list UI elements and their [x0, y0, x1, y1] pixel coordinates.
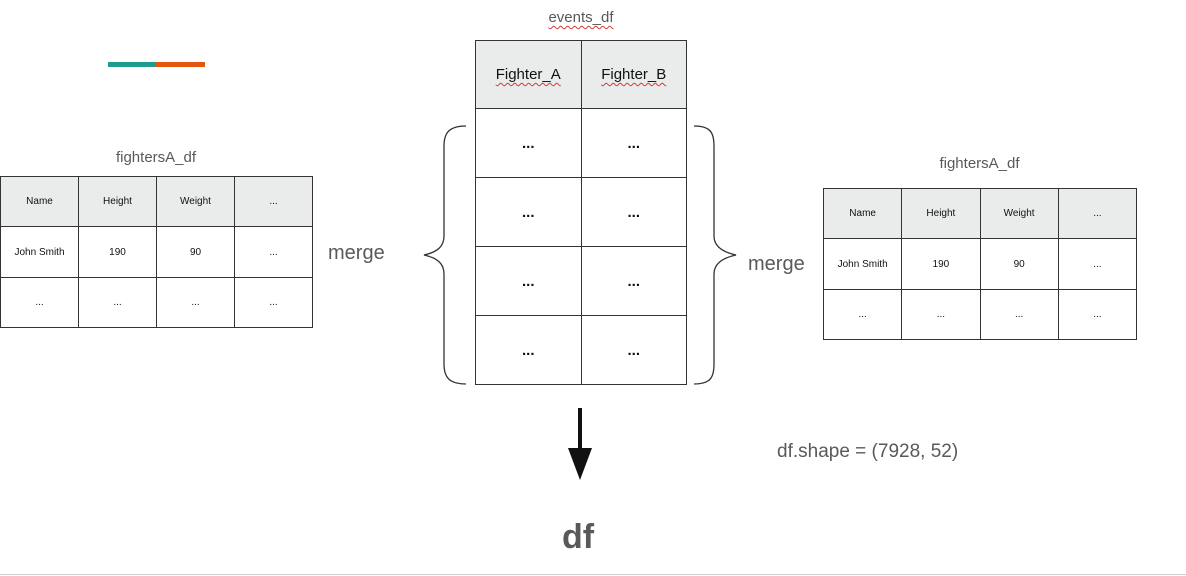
- left-header-cell: ...: [234, 176, 313, 227]
- right-cell: ...: [1057, 289, 1138, 340]
- accent-bar-teal: [108, 62, 156, 67]
- events-cell: ...: [475, 108, 582, 178]
- result-df-label: df: [562, 518, 595, 556]
- left-brace-icon: [423, 125, 467, 385]
- events-header-cell: Fighter_B: [580, 40, 687, 109]
- right-cell: ...: [979, 289, 1059, 340]
- right-cell: 190: [901, 238, 981, 290]
- right-cell: ...: [822, 289, 903, 340]
- right-brace-icon: [693, 125, 737, 385]
- events-table: Fighter_A Fighter_B ...... ...... ......…: [475, 40, 687, 385]
- left-cell: ...: [0, 277, 79, 328]
- merge-label-left: merge: [328, 242, 385, 264]
- right-table-title: fightersA_df: [939, 155, 1020, 172]
- right-cell: 90: [979, 238, 1059, 290]
- left-header-cell: Height: [78, 176, 157, 227]
- events-cell: ...: [475, 177, 582, 247]
- left-cell: John Smith: [0, 226, 79, 278]
- left-cell: ...: [234, 226, 313, 278]
- right-header-cell: Name: [822, 188, 903, 239]
- left-header-cell: Name: [0, 176, 79, 227]
- left-fighters-table: Name Height Weight ... John Smith 190 90…: [0, 176, 313, 328]
- right-header-cell: Weight: [979, 188, 1059, 239]
- left-cell: ...: [78, 277, 157, 328]
- right-cell: ...: [1057, 238, 1138, 290]
- left-cell: 90: [156, 226, 235, 278]
- events-cell: ...: [580, 108, 687, 178]
- right-header-cell: Height: [901, 188, 981, 239]
- events-cell: ...: [580, 177, 687, 247]
- events-cell: ...: [475, 246, 582, 316]
- right-header-cell: ...: [1057, 188, 1138, 239]
- left-header-cell: Weight: [156, 176, 235, 227]
- bottom-divider: [0, 574, 1186, 575]
- events-table-title: events_df: [548, 9, 614, 26]
- df-shape-text: df.shape = (7928, 52): [777, 441, 959, 462]
- events-cell: ...: [580, 315, 687, 385]
- merge-label-right: merge: [748, 253, 805, 275]
- left-cell: 190: [78, 226, 157, 278]
- events-cell: ...: [475, 315, 582, 385]
- left-cell: ...: [234, 277, 313, 328]
- events-cell: ...: [580, 246, 687, 316]
- left-cell: ...: [156, 277, 235, 328]
- right-fighters-table: Name Height Weight ... John Smith 190 90…: [822, 188, 1138, 340]
- accent-bar-orange: [156, 62, 205, 67]
- left-table-title: fightersA_df: [115, 149, 197, 166]
- down-arrow-icon: [568, 408, 592, 480]
- events-header-cell: Fighter_A: [475, 40, 582, 109]
- right-cell: John Smith: [822, 238, 903, 290]
- right-cell: ...: [901, 289, 981, 340]
